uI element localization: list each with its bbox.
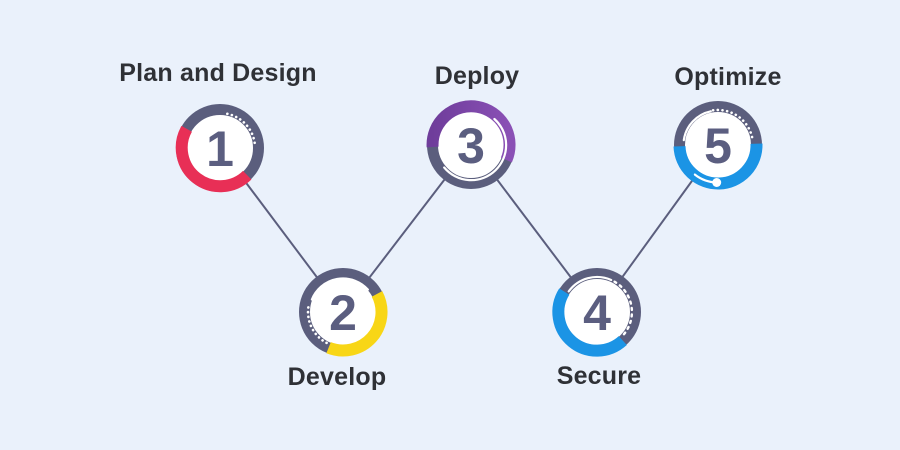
step-5-label: Optimize — [674, 63, 781, 91]
step-3-group: 3 Deploy — [426, 62, 520, 189]
step-4-group: 4 Secure — [552, 268, 642, 390]
step-3-accent-arc — [426, 100, 516, 163]
step-2-dotted-arc — [306, 303, 328, 345]
step-1-group: 1 Plan and Design — [119, 59, 317, 193]
step-2-label: Develop — [288, 363, 387, 391]
step-4-dashed-arc — [613, 280, 634, 338]
step-2-highlight-arc — [310, 277, 369, 301]
step-5-connector-dot — [712, 178, 722, 187]
step-5-number: 5 — [704, 118, 732, 174]
step-3-highlight-arc — [443, 117, 508, 182]
step-2-group: 2 Develop — [288, 268, 388, 391]
step-4-number: 4 — [583, 285, 611, 341]
step-4-label: Secure — [557, 362, 642, 390]
step-1-number: 1 — [206, 121, 234, 177]
step-1-accent-arc — [175, 125, 252, 193]
step-5-group: 5 Optimize — [673, 63, 781, 190]
step-4-accent-arc — [552, 288, 627, 357]
step-2-number: 2 — [329, 285, 357, 341]
step-4-highlight-arc — [567, 275, 613, 293]
step-5-dotted-arc — [711, 108, 754, 139]
step-2-accent-arc — [326, 291, 388, 357]
step-3-number: 3 — [457, 118, 485, 174]
step-5-highlight-arc — [682, 110, 712, 142]
step-1-label: Plan and Design — [119, 59, 316, 87]
step-1-dotted-arc — [226, 112, 256, 145]
step-3-label: Deploy — [435, 62, 520, 90]
